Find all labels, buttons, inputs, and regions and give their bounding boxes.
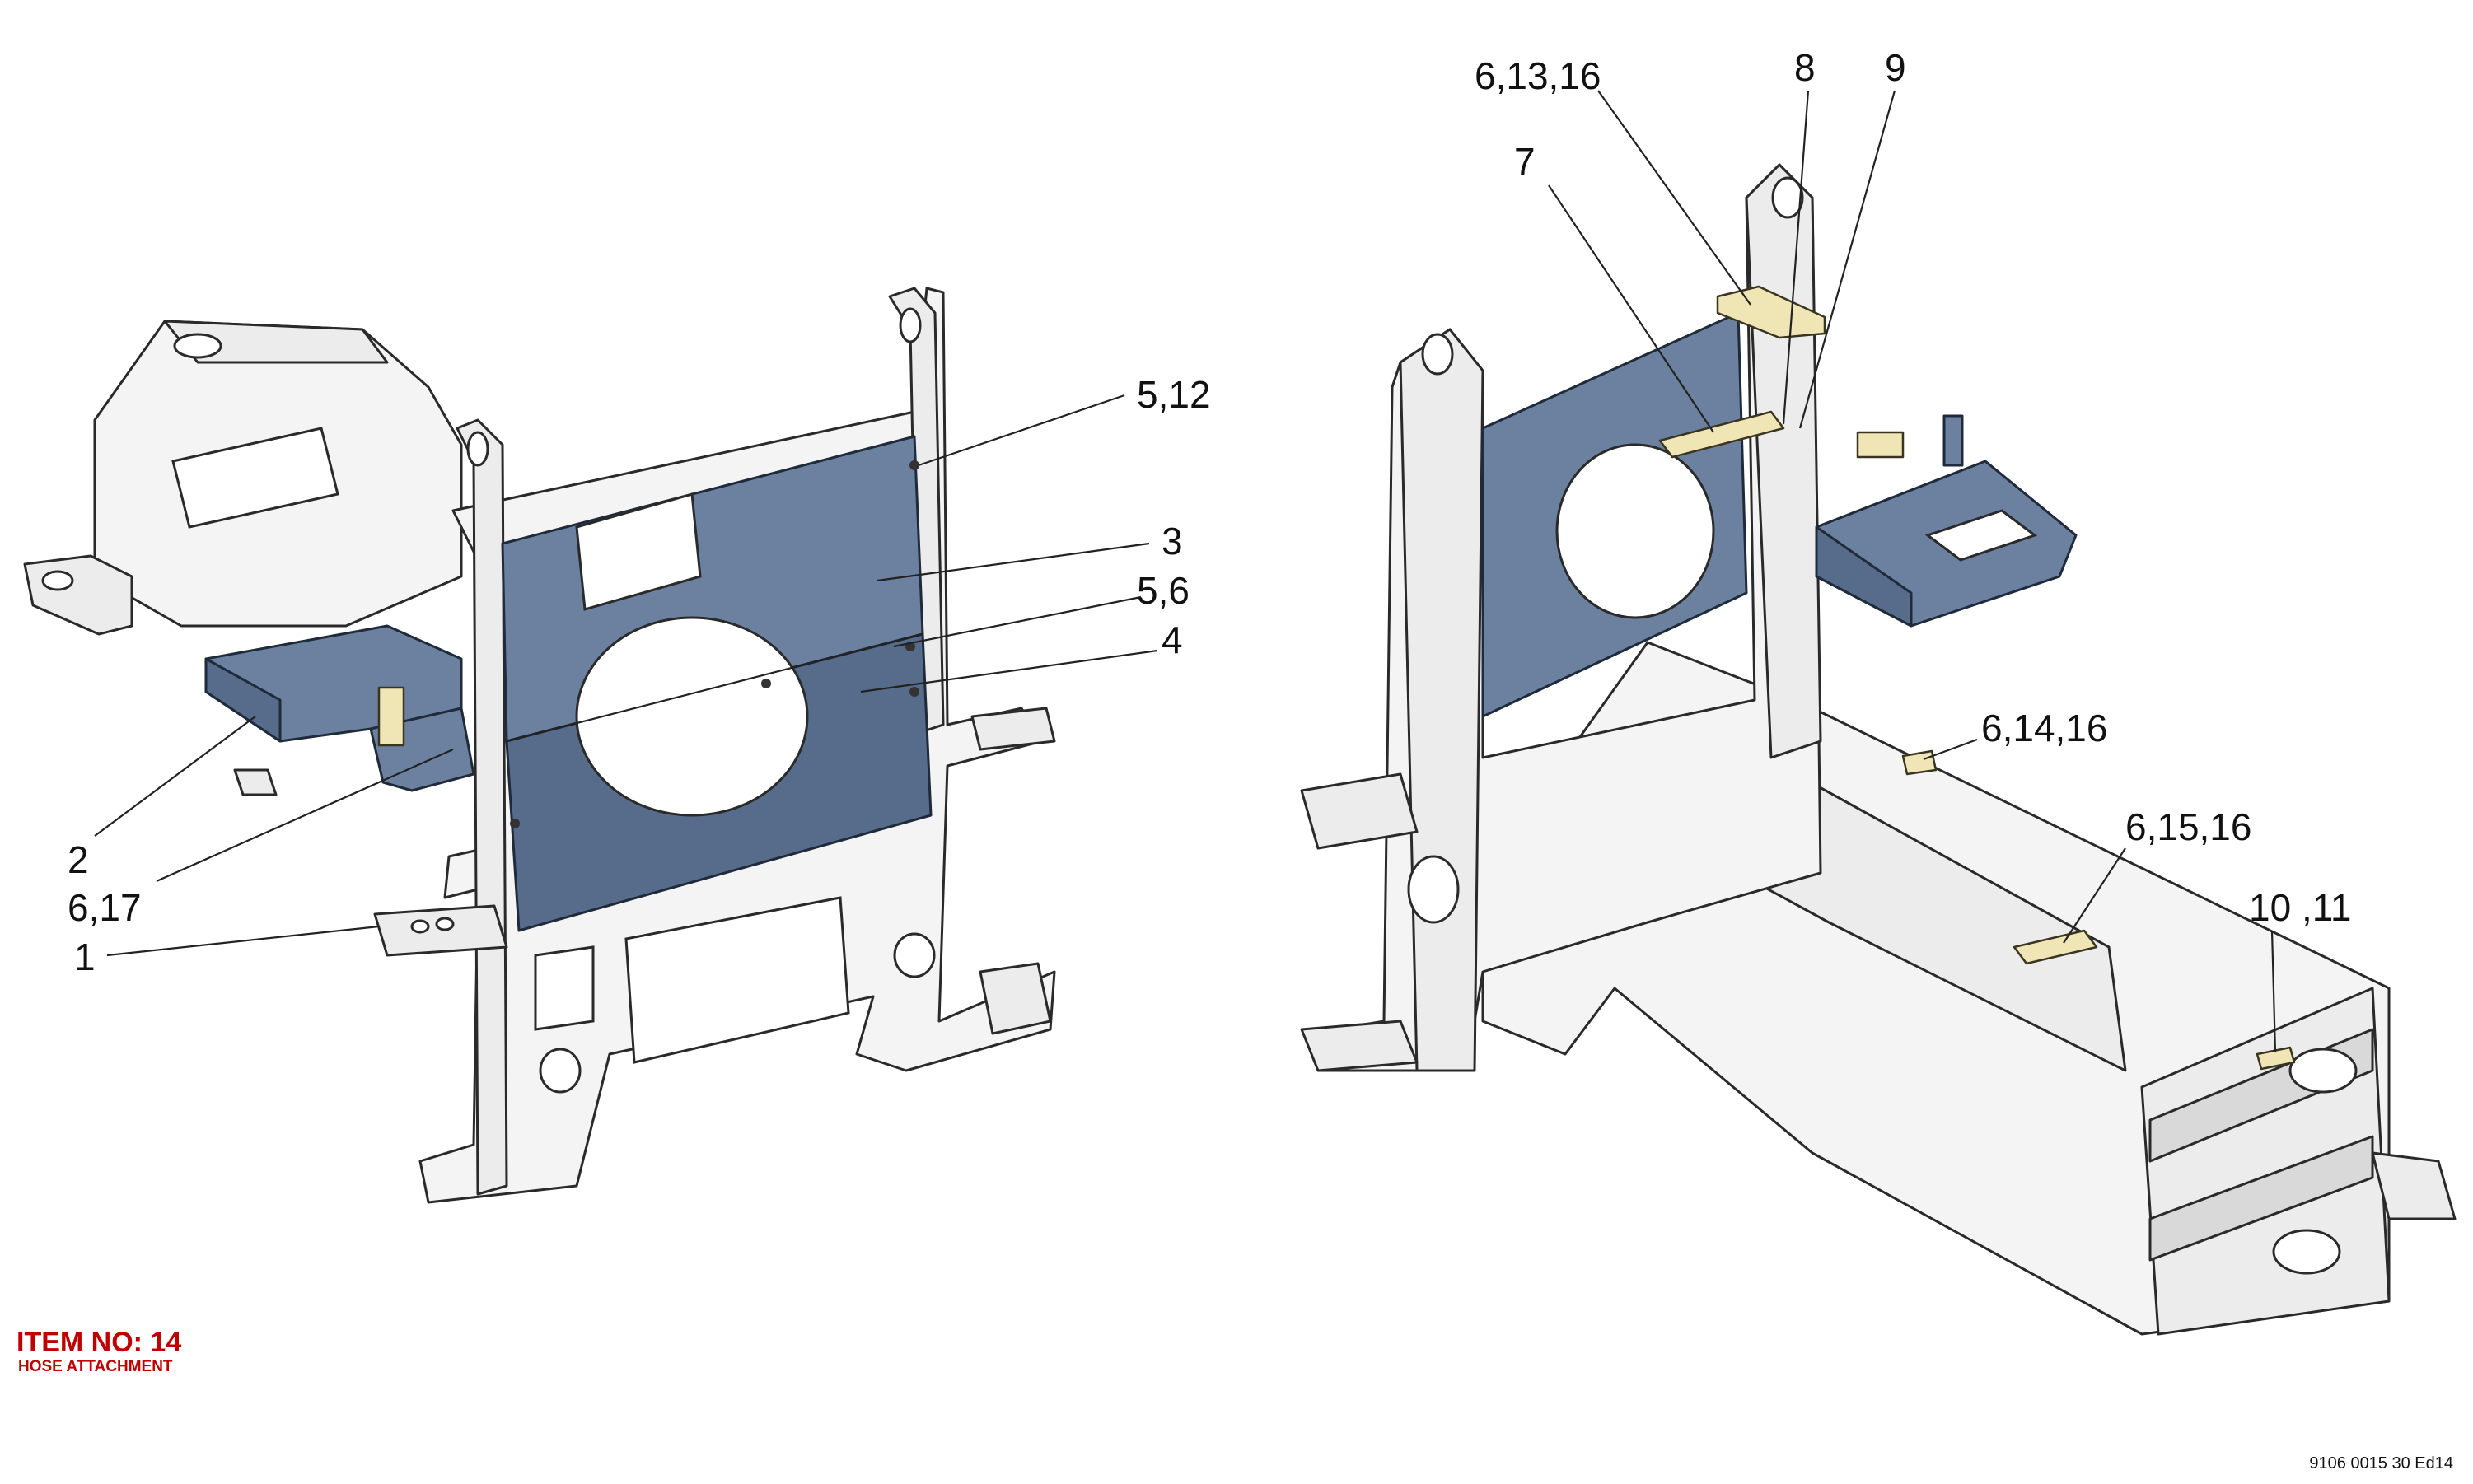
left-rear-top-hole [173, 333, 222, 359]
callout-6-13-16: 6,13,16 [1475, 54, 1601, 97]
left-rear-window [171, 427, 339, 529]
right-blue-plate-hole [1555, 443, 1715, 619]
left-leader-lines [94, 394, 1158, 957]
left-right-lug [970, 707, 1056, 751]
plate-center-hole [575, 616, 809, 817]
right-fork-hole [2288, 1048, 2358, 1094]
left-lug-hole [41, 570, 74, 591]
callout-7: 7 [1514, 140, 1536, 183]
left-back-upright-hole [899, 307, 922, 343]
right-lower-round-hole [1407, 855, 1460, 924]
part-6-14-16 [1901, 749, 1938, 776]
callout-6-15-16: 6,15,16 [2125, 805, 2251, 848]
left-assembly-view [23, 287, 1056, 1204]
right-leader-lines [1548, 90, 2277, 1053]
left-upright-top-hole [466, 431, 489, 467]
callout-6-17: 6,17 [68, 886, 142, 929]
bracket-2-side [204, 657, 282, 743]
callout-10-11: 10 ,11 [2249, 886, 2351, 929]
left-bottom-foot [979, 962, 1052, 1035]
bracket-7 [1658, 410, 1785, 459]
left-lower-window [624, 896, 850, 1064]
item-number-title: ITEM NO: 14 [16, 1327, 182, 1358]
right-assembly-view [1300, 163, 2457, 1336]
right-fork-ear [2371, 1151, 2457, 1220]
callout-3: 3 [1162, 520, 1183, 562]
left-lower-hole-a [539, 1048, 582, 1094]
right-bracket-tab [1942, 414, 1964, 467]
left-lug-arm [23, 554, 133, 636]
plate-bolt [510, 819, 520, 828]
callout-5-12: 5,12 [1137, 373, 1211, 416]
document-code: 9106 0015 30 Ed14 [2309, 1454, 2453, 1472]
right-fork-plate-b [2148, 1135, 2374, 1262]
part-10-11 [2256, 1046, 2296, 1071]
plate-joint-line [506, 632, 923, 743]
item-description: HOSE ATTACHMENT [18, 1358, 173, 1375]
lug-1-hole-b [435, 917, 455, 931]
bracket-6-13-16 [1716, 285, 1826, 339]
callout-1: 1 [74, 936, 96, 978]
right-bracket-slot [1924, 509, 2038, 562]
right-right-upright-hole [1771, 176, 1804, 219]
left-small-block [233, 768, 278, 796]
clamp-pin [377, 686, 405, 747]
callout-5-6: 5,6 [1137, 569, 1190, 612]
lug-1 [373, 904, 508, 957]
plate-bolt [909, 687, 919, 697]
callout-6-14-16: 6,14,16 [1981, 707, 2107, 749]
right-fork-hole-b [2272, 1229, 2341, 1275]
right-lower-left-lug [1300, 772, 1419, 850]
right-upright-hole [1421, 333, 1454, 376]
callout-9: 9 [1885, 46, 1906, 89]
right-bracket-pin [1856, 431, 1905, 459]
plate-bolt [761, 679, 771, 688]
right-bottom-foot [1300, 1020, 1419, 1072]
left-lower-hole-b [893, 932, 936, 978]
right-blue-bracket-side [1815, 525, 1913, 628]
left-lower-window-b [534, 945, 595, 1031]
callout-8: 8 [1794, 46, 1816, 89]
callout-4: 4 [1162, 618, 1183, 661]
callout-2: 2 [68, 838, 89, 881]
part-6-15-16 [2013, 929, 2098, 965]
lug-1-hole-a [410, 919, 430, 934]
plate-3-notch [575, 492, 702, 611]
plate-bolt [909, 460, 919, 470]
